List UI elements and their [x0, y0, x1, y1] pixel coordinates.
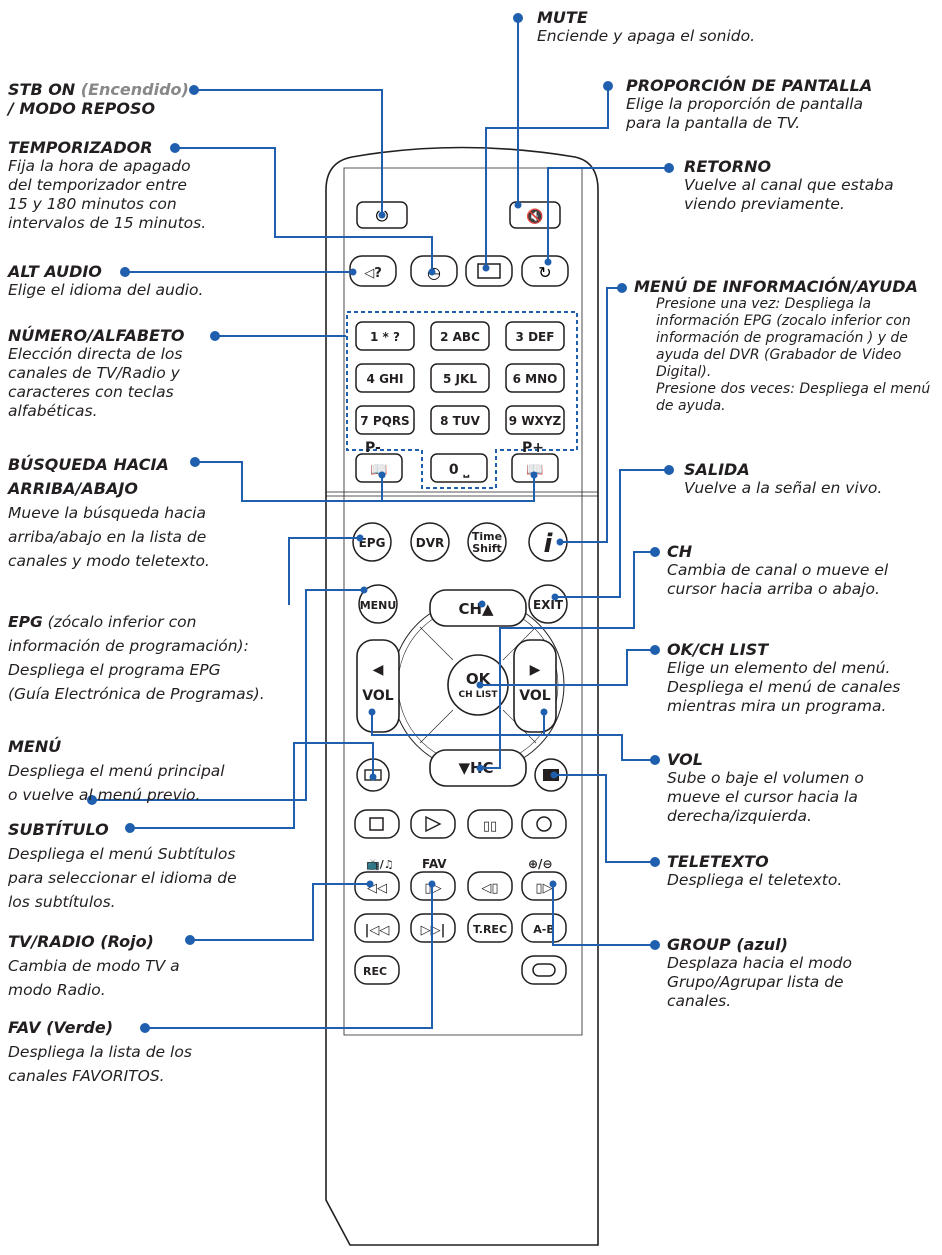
t-chup-text: CH▲ [458, 600, 494, 618]
t-dvr-text: DVR [416, 536, 445, 550]
number-key-8[interactable] [430, 405, 490, 435]
zero-label: 0 ⎵ [449, 462, 470, 479]
svg-text:◁?: ◁? [364, 266, 382, 281]
label-salida: SALIDA Vuelve a la señal en vivo. [684, 460, 883, 497]
label-group: GROUP (azul) Desplaza hacia el modo Grup… [667, 935, 853, 1010]
trec-button [467, 913, 513, 943]
t-epg-text: EPG [359, 536, 386, 550]
number-key-label: 8 TUV [440, 414, 480, 428]
label-info: MENÚ DE INFORMACIÓN/AYUDA Presione una v… [634, 277, 931, 414]
number-key-1[interactable] [355, 321, 415, 351]
t-pm-text: ⊕/⊖ [528, 857, 553, 871]
remote-inner-outline [343, 167, 583, 1036]
epg-button [352, 522, 392, 562]
return-button [521, 255, 569, 287]
label-sub: SUBTÍTULO Despliega el menú Subtítulos p… [8, 820, 237, 911]
mute-icon: 🔇 [526, 208, 543, 225]
number-key-label: 3 DEF [516, 330, 555, 344]
number-keys: 1 * ? 2 ABC 3 DEF 4 GHI 5 JKL 6 MNO 7 PQRS 8 TU… [355, 321, 565, 435]
label-busqueda: BÚSQUEDA HACIA ARRIBA/ABAJO Mueve la bús… [8, 455, 210, 570]
slow-back-button [467, 871, 513, 901]
t-chdn-text: ▼HC [458, 759, 493, 777]
number-key-label: 5 JKL [443, 372, 477, 386]
t-ab-text: A-B [533, 923, 554, 936]
t-menu-text: MENU [360, 599, 397, 612]
svg-text:▯▯: ▯▯ [483, 819, 497, 834]
t-trec-text: T.REC [473, 923, 507, 936]
svg-text:▯▷: ▯▷ [535, 881, 552, 896]
pminus-text: P- [365, 440, 381, 456]
label-mute: MUTE Enciende y apaga el sonido. [537, 8, 756, 45]
number-key-4[interactable] [355, 363, 415, 393]
skip-back-button [354, 913, 400, 943]
label-menu: MENÚ Despliega el menú principal o vuelv… [8, 737, 225, 804]
number-key-7[interactable] [355, 405, 415, 435]
p-minus-button [355, 453, 403, 483]
play-button [410, 809, 456, 839]
number-key-label: 1 * ? [370, 330, 400, 344]
pplus-text: P+ [522, 440, 544, 456]
repeat-button [521, 955, 567, 985]
number-key-label: 6 MNO [513, 372, 558, 386]
label-retorno: RETORNO Vuelve al canal que estaba viend… [684, 157, 894, 213]
t-tvr-text: 📺/♫ [366, 858, 394, 871]
t-time2-text: Shift [472, 542, 502, 555]
number-key-5[interactable] [430, 363, 490, 393]
label-vol: VOL Sube o baje el volumen o mueve el cu… [667, 750, 864, 825]
exit-button [528, 584, 568, 624]
t-time1-text: Time [472, 530, 502, 543]
t-rec-text: REC [363, 965, 387, 978]
label-teletexto: TELETEXTO Despliega el teletexto. [667, 852, 843, 889]
ch-up-button [429, 589, 527, 627]
t-chlist-text: CH LIST [459, 690, 499, 700]
pause-button [467, 809, 513, 839]
dvr-button [410, 522, 450, 562]
label-epg: EPG (zócalo inferior con información de … [8, 613, 265, 703]
label-aspect: PROPORCIÓN DE PANTALLA Elige la proporci… [626, 76, 873, 132]
t-exit-text: EXIT [533, 598, 564, 612]
rewind-button [354, 871, 400, 901]
number-key-label: 4 GHI [367, 372, 404, 386]
vol-left-button [356, 639, 400, 733]
label-tv-radio: TV/RADIO (Rojo) Cambia de modo TV a modo… [8, 932, 180, 999]
return-icon: ↻ [538, 263, 551, 282]
svg-text:◁▯: ◁▯ [481, 881, 498, 896]
label-fav: FAV (Verde) Despliega la lista de los ca… [8, 1018, 192, 1085]
book-icon-2: 📖 [526, 462, 543, 478]
label-alt-audio: ALT AUDIO Elige el idioma del audio. [8, 262, 204, 299]
label-timer: TEMPORIZADOR Fija la hora de apagado del… [8, 138, 207, 232]
menu-button [358, 584, 398, 624]
rec-button [354, 955, 400, 985]
number-key-2[interactable] [430, 321, 490, 351]
label-ok: OK/CH LIST Elige un elemento del menú. D… [667, 640, 901, 715]
record-stop-button [521, 809, 567, 839]
timeshift-button [467, 522, 507, 562]
t-volr-text: VOL [519, 688, 550, 704]
number-key-label: 7 PQRS [360, 414, 409, 428]
number-key-label: 9 WXYZ [509, 414, 562, 428]
t-ok-text: OK [466, 670, 492, 688]
number-key-3[interactable] [505, 321, 565, 351]
t-i-text: i [544, 529, 554, 559]
t-voll-text: VOL [362, 688, 393, 704]
aspect-button [465, 255, 513, 287]
label-stb: STB ON (Encendido) / MODO REPOSO [8, 80, 189, 118]
stop-button [354, 809, 400, 839]
zero-button [430, 453, 488, 483]
svg-text:◀: ◀ [373, 662, 384, 678]
label-num: NÚMERO/ALFABETO Elección directa de los … [8, 326, 185, 420]
label-ch: CH Cambia de canal o mueve el cursor hac… [667, 542, 889, 598]
t-fav-text: FAV [422, 857, 447, 871]
ab-button [521, 913, 567, 943]
aspect-icon [477, 263, 501, 279]
number-key-6[interactable] [505, 363, 565, 393]
number-key-9[interactable] [505, 405, 565, 435]
number-key-label: 2 ABC [440, 330, 480, 344]
svg-text:▶: ▶ [530, 662, 541, 678]
svg-text:|◁◁: |◁◁ [365, 923, 390, 938]
number-keys-frame [346, 311, 578, 489]
group-button [521, 871, 567, 901]
